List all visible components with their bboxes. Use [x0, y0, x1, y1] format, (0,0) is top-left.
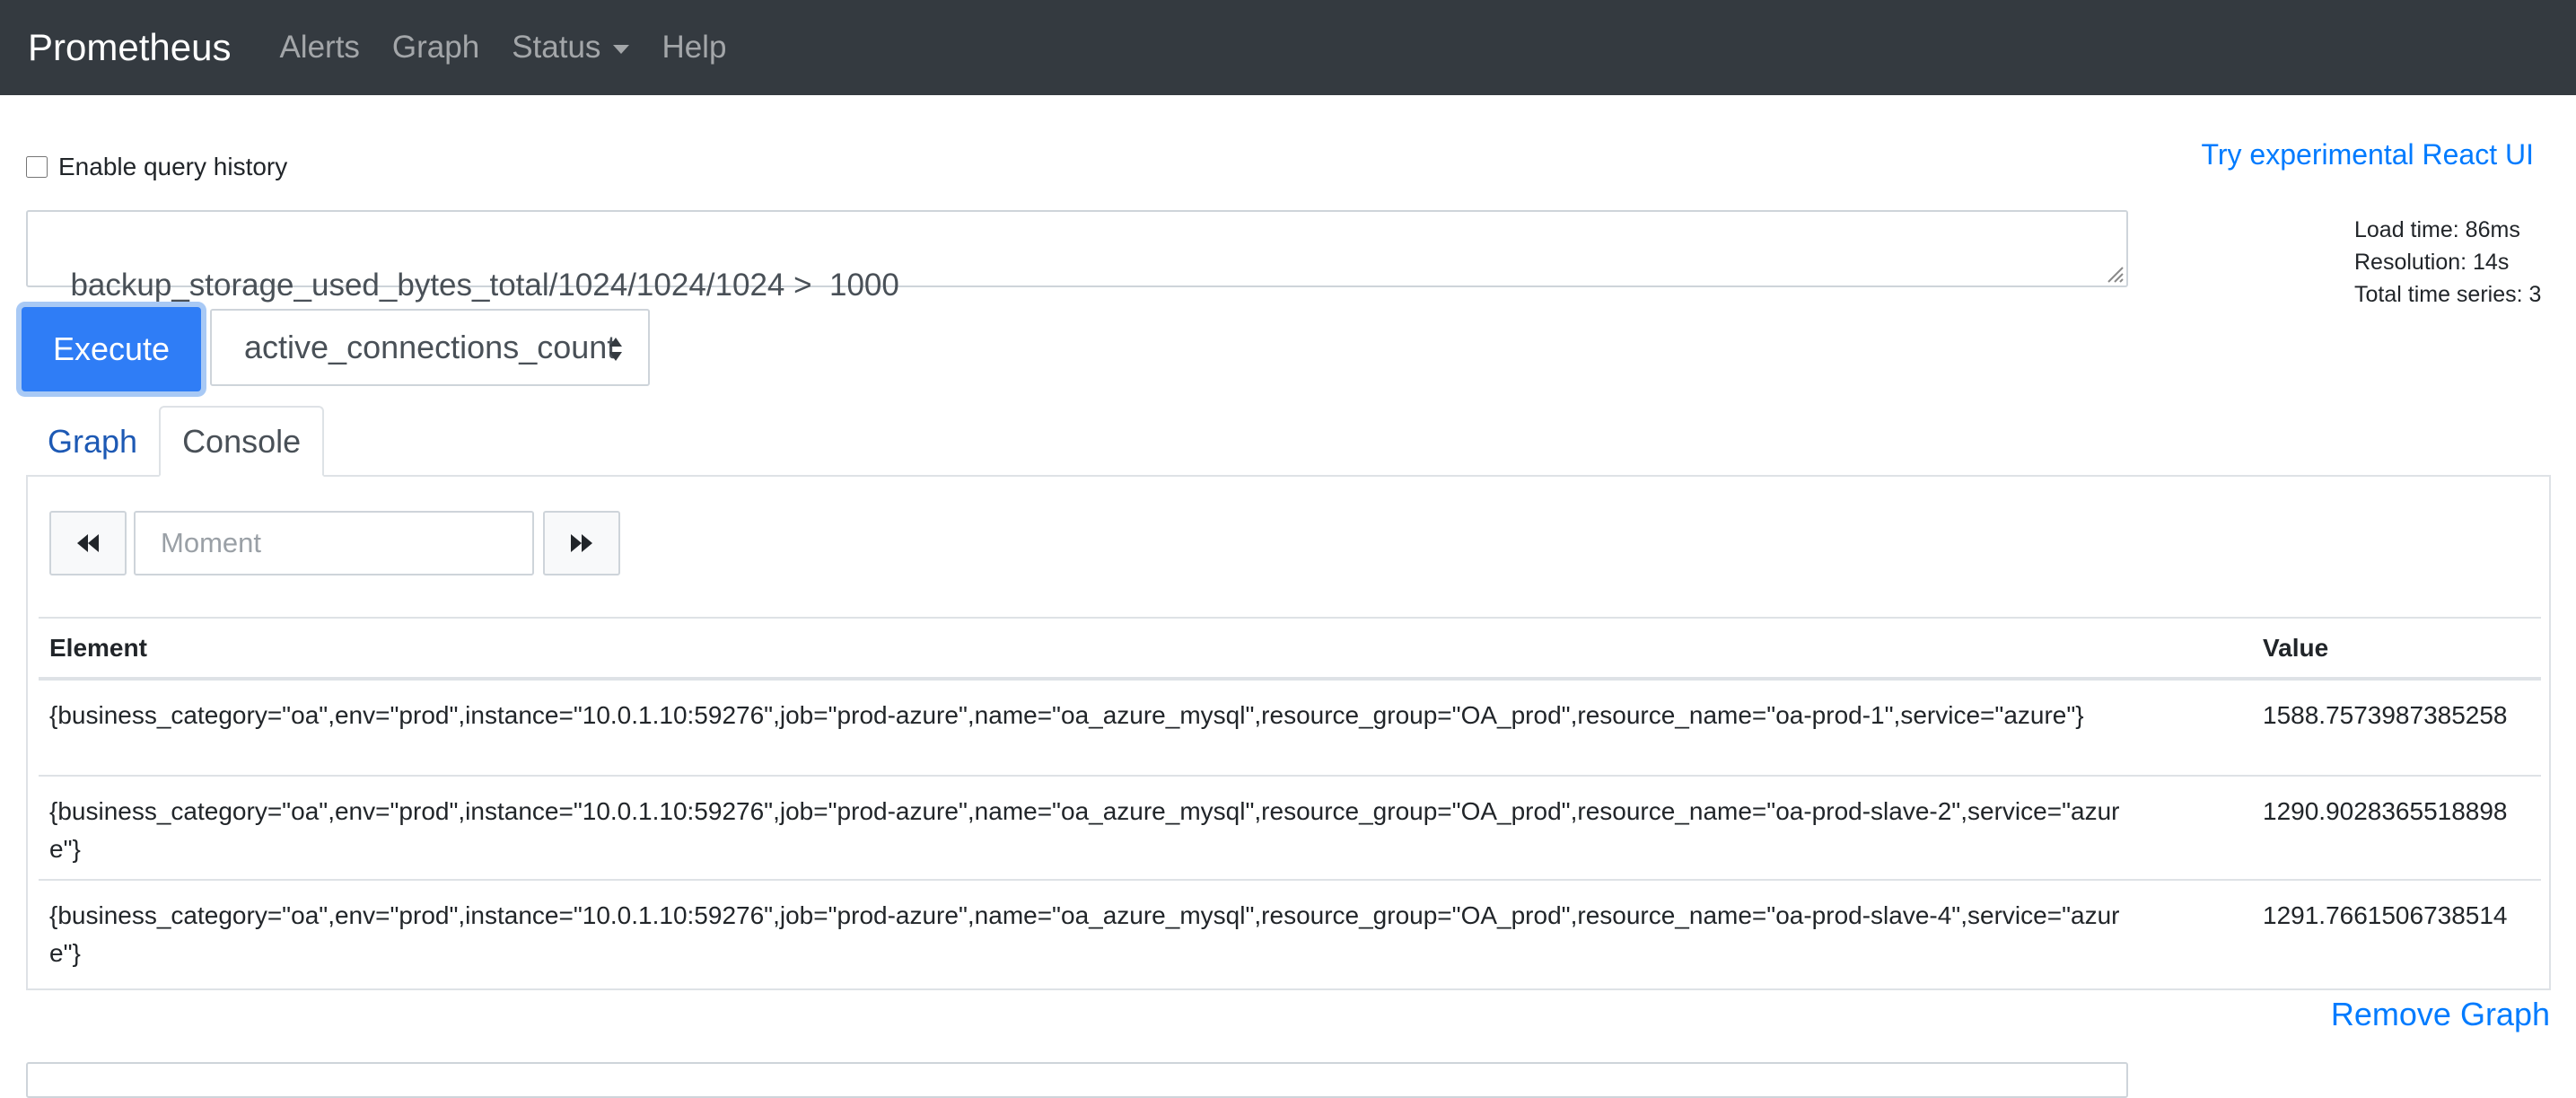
- query-stats: Load time: 86ms Resolution: 14s Total ti…: [2354, 214, 2541, 311]
- row-value-cell: 1588.7573987385258: [2263, 701, 2508, 729]
- caret-down-icon: [613, 45, 630, 54]
- table-header-row: Element Value: [39, 617, 2541, 681]
- nav-status-label: Status: [512, 30, 601, 65]
- total-time-series: Total time series: 3: [2354, 282, 2542, 307]
- table-row: {business_category="oa",env="prod",insta…: [39, 879, 2541, 983]
- fast-backward-icon: [77, 534, 99, 552]
- resolution: Resolution: 14s: [2354, 250, 2510, 275]
- fast-forward-icon: [571, 534, 592, 552]
- query-history-label: Enable query history: [58, 153, 288, 180]
- brand-link[interactable]: Prometheus: [28, 26, 232, 68]
- metric-select[interactable]: active_connections_count: [210, 309, 650, 386]
- table-row: {business_category="oa",env="prod",insta…: [39, 679, 2541, 776]
- view-tabs: Graph Console: [26, 406, 325, 477]
- moment-input[interactable]: [134, 511, 534, 575]
- tab-console[interactable]: Console: [159, 406, 325, 477]
- nav-status-dropdown[interactable]: Status: [512, 30, 630, 66]
- row-element-cell: {business_category="oa",env="prod",insta…: [39, 679, 2252, 776]
- header-element: Element: [39, 617, 2252, 681]
- table-row: {business_category="oa",env="prod",insta…: [39, 775, 2541, 880]
- tab-graph[interactable]: Graph: [48, 422, 138, 460]
- console-panel: Element Value {business_category="oa",en…: [26, 475, 2551, 990]
- react-ui-link[interactable]: Try experimental React UI: [2201, 138, 2534, 171]
- query-history-checkbox[interactable]: [26, 156, 48, 178]
- remove-graph-link[interactable]: Remove Graph: [2330, 996, 2550, 1032]
- moment-forward-button[interactable]: [543, 511, 620, 575]
- nav-graph[interactable]: Graph: [391, 30, 480, 65]
- element-labels: {business_category="oa",env="prod",insta…: [49, 701, 2084, 729]
- row-value-cell: 1291.7661506738514: [2252, 879, 2541, 983]
- header-value: Value: [2252, 617, 2541, 681]
- expression-text: backup_storage_used_bytes_total/1024/102…: [70, 268, 899, 303]
- row-element-cell: {business_category="oa",env="prod",insta…: [39, 879, 2252, 983]
- resize-handle-icon[interactable]: [2103, 262, 2125, 284]
- navbar: Prometheus Alerts Graph Status Help: [0, 0, 2576, 95]
- row-value-cell: 1290.9028365518898: [2252, 775, 2541, 880]
- moment-back-button[interactable]: [49, 511, 127, 575]
- execute-button[interactable]: Execute: [22, 307, 201, 391]
- row-element-cell: {business_category="oa",env="prod",insta…: [39, 775, 2252, 880]
- query-history-toggle[interactable]: Enable query history: [26, 153, 287, 181]
- nav-help[interactable]: Help: [662, 30, 727, 65]
- next-expression-input[interactable]: [26, 1062, 2128, 1098]
- nav-alerts[interactable]: Alerts: [279, 30, 360, 65]
- results-table: Element Value {business_category="oa",en…: [39, 617, 2541, 983]
- element-labels: {business_category="oa",env="prod",insta…: [49, 901, 2120, 967]
- load-time: Load time: 86ms: [2354, 217, 2520, 242]
- expression-input[interactable]: backup_storage_used_bytes_total/1024/102…: [26, 210, 2128, 303]
- element-labels: {business_category="oa",env="prod",insta…: [49, 797, 2120, 863]
- metric-select-value: active_connections_count: [244, 329, 617, 365]
- select-arrows-icon: [609, 338, 622, 361]
